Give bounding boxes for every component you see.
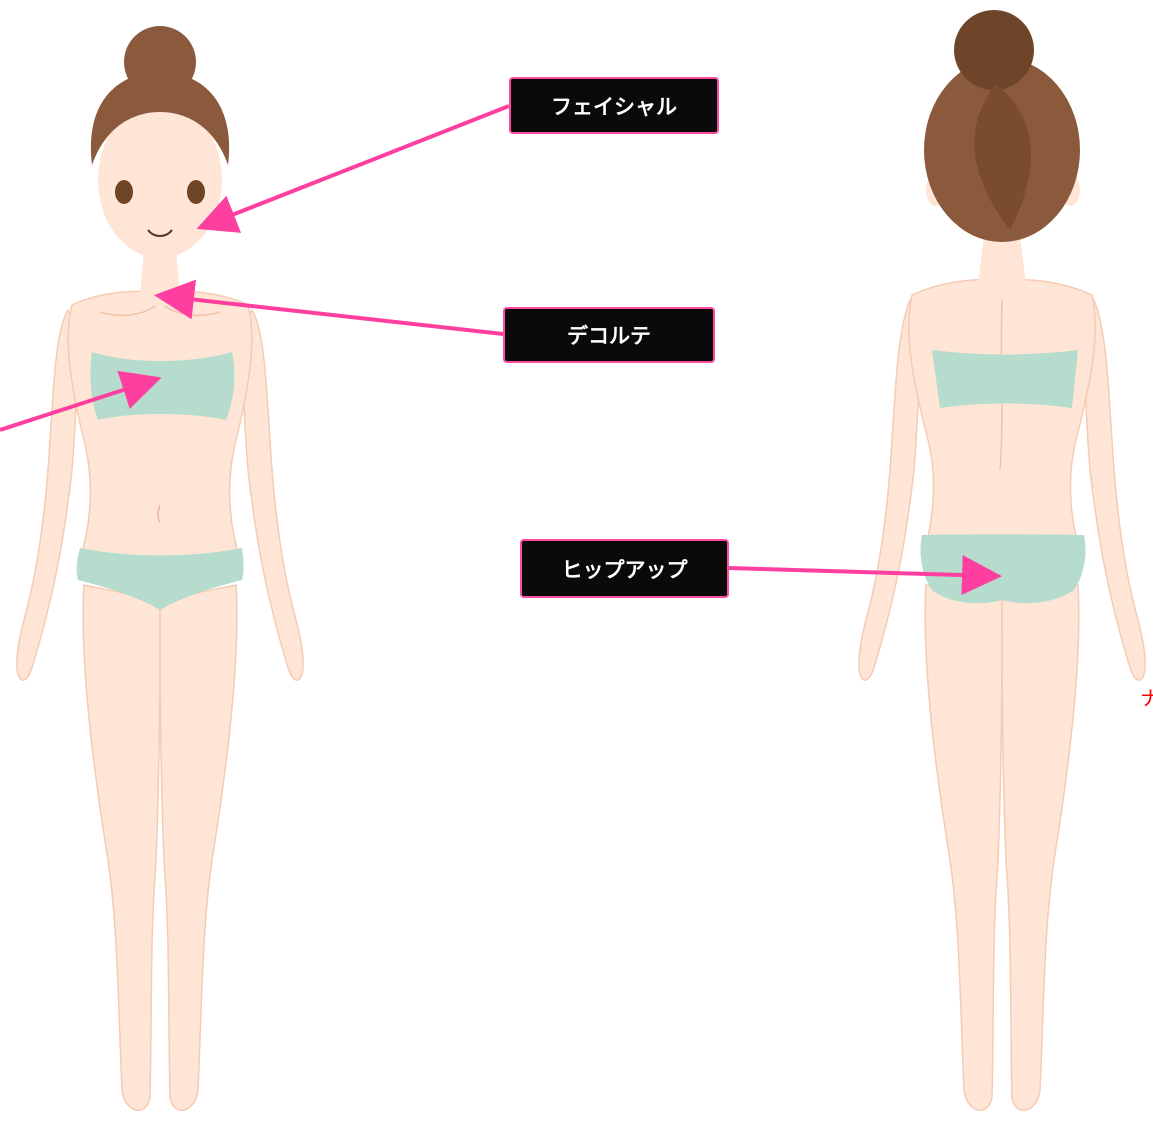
back-hair-bun (954, 10, 1034, 90)
back-briefs (920, 534, 1085, 603)
front-bra (90, 352, 234, 420)
front-figure (17, 26, 303, 1110)
back-neck (978, 236, 1026, 284)
cropped-edge-text: ナ (1140, 686, 1153, 710)
back-right-leg (1002, 585, 1079, 1110)
facial-label[interactable]: フェイシャル (509, 77, 719, 134)
decollete-label[interactable]: デコルテ (503, 307, 715, 363)
front-left-arm (17, 310, 78, 680)
back-figure (859, 10, 1145, 1110)
facial-arrow (204, 106, 509, 226)
front-right-leg (160, 585, 237, 1110)
hip-up-label[interactable]: ヒップアップ (520, 539, 729, 598)
front-left-leg (83, 585, 160, 1110)
front-right-eye (187, 180, 205, 204)
front-right-arm (242, 310, 303, 680)
back-bra (932, 350, 1078, 408)
back-left-leg (925, 585, 1002, 1110)
front-torso (68, 291, 252, 560)
front-left-eye (115, 180, 133, 204)
